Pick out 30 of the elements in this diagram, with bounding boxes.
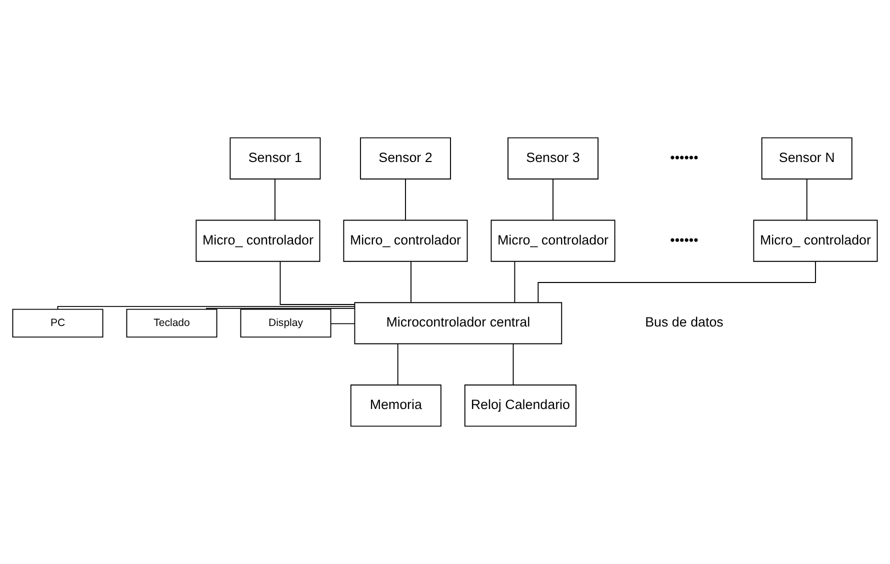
node-box: Teclado: [126, 308, 218, 338]
node-box: Reloj Calendario: [464, 384, 576, 427]
node-box: Memoria: [350, 384, 442, 427]
node-box: Sensor 2: [360, 137, 451, 180]
node-box: Display: [240, 308, 332, 338]
node-box: Micro_ controlador: [343, 220, 468, 262]
connector: [57, 306, 356, 310]
node-box: PC: [12, 308, 104, 338]
label: ••••••: [670, 232, 698, 248]
connector: [410, 261, 412, 303]
label: Bus de datos: [645, 314, 724, 330]
node-box: Micro_ controlador: [490, 220, 616, 262]
label: ••••••: [670, 150, 698, 165]
node-box: Sensor N: [761, 137, 852, 180]
connector: [206, 308, 356, 310]
connector: [806, 178, 808, 220]
connector: [280, 261, 356, 305]
connector: [538, 261, 816, 303]
node-box: Sensor 1: [230, 137, 321, 180]
connector: [552, 178, 554, 220]
connector: [274, 178, 276, 220]
connector: [514, 261, 516, 303]
node-box: Micro_ controlador: [196, 220, 320, 262]
connector: [397, 344, 398, 386]
node-box: Micro_ controlador: [753, 220, 878, 262]
connector: [330, 323, 355, 324]
node-box: Sensor 3: [508, 137, 598, 180]
connector: [512, 344, 514, 386]
node-box: Microcontrolador central: [354, 302, 562, 344]
connector: [405, 178, 406, 220]
